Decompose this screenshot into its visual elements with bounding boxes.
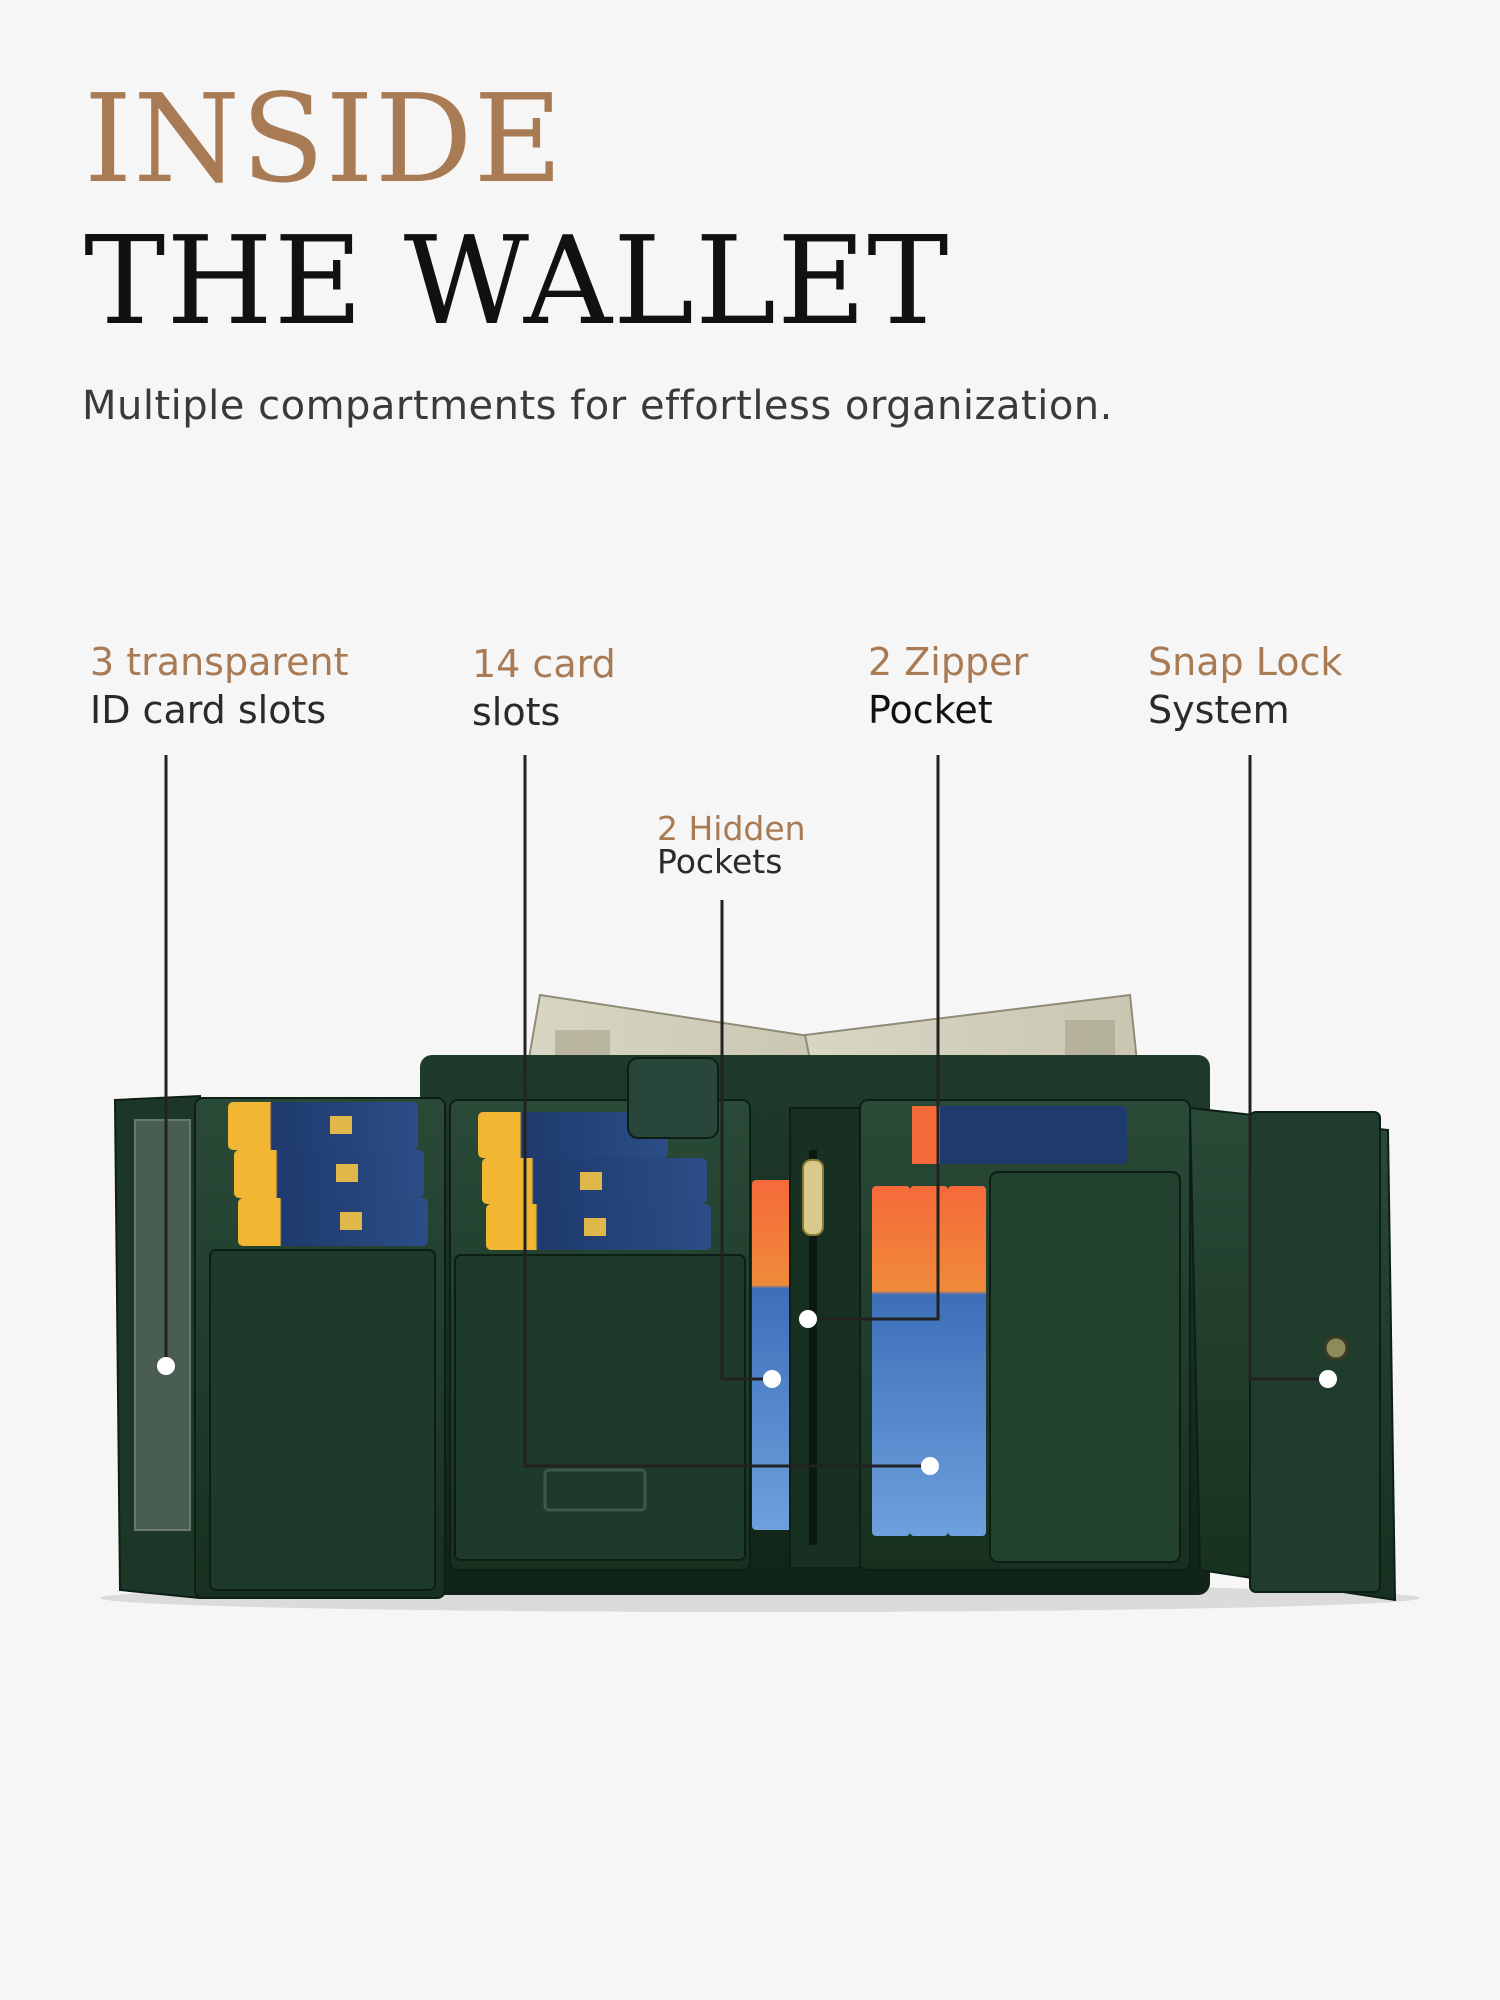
callout-text: ID card slots: [90, 688, 327, 732]
callout-text: System: [1148, 688, 1290, 732]
zipper-compartment: [789, 1107, 861, 1569]
callout-lines: [164, 755, 1328, 1468]
title-line-1: INSIDE: [84, 68, 564, 210]
callout-id-slots: 3 transparent ID card slots: [90, 638, 349, 734]
right-pocket: [989, 1171, 1181, 1563]
id-window: [134, 1119, 191, 1531]
snap-button: [1323, 1335, 1349, 1361]
left-cards: [228, 1102, 428, 1246]
snap-flap-inner: [1249, 1111, 1381, 1593]
callout-snap-lock: Snap Lock System: [1148, 638, 1342, 734]
callout-zipper-pocket: 2 Zipper Pocket: [868, 638, 1028, 734]
callout-accent: 2 Hidden: [657, 809, 806, 848]
callout-text: Pockets: [657, 842, 783, 881]
center-pocket: [454, 1254, 746, 1561]
right-top-card: [912, 1106, 1127, 1164]
strap-tab: [627, 1057, 719, 1139]
callout-accent: 3 transparent: [90, 640, 349, 684]
callout-hidden-pockets: 2 Hidden Pockets: [657, 812, 806, 878]
hidden-pocket-card: [752, 1180, 794, 1530]
callout-text: slots: [472, 690, 561, 734]
callout-accent: 14 card: [472, 642, 616, 686]
callout-dots: [157, 1310, 1337, 1475]
callout-card-slots: 14 card slots: [472, 640, 616, 736]
left-pocket: [209, 1249, 436, 1591]
title-line-2: THE WALLET: [84, 210, 950, 352]
callout-accent: 2 Zipper: [868, 640, 1029, 684]
zipper-pull: [802, 1159, 824, 1236]
callout-accent: Snap Lock: [1148, 640, 1343, 684]
rfid-cards: [872, 1186, 986, 1536]
subtitle: Multiple compartments for effortless org…: [82, 383, 1113, 429]
callout-text: Pocket: [868, 688, 993, 732]
rfid-logo: [543, 1468, 647, 1512]
